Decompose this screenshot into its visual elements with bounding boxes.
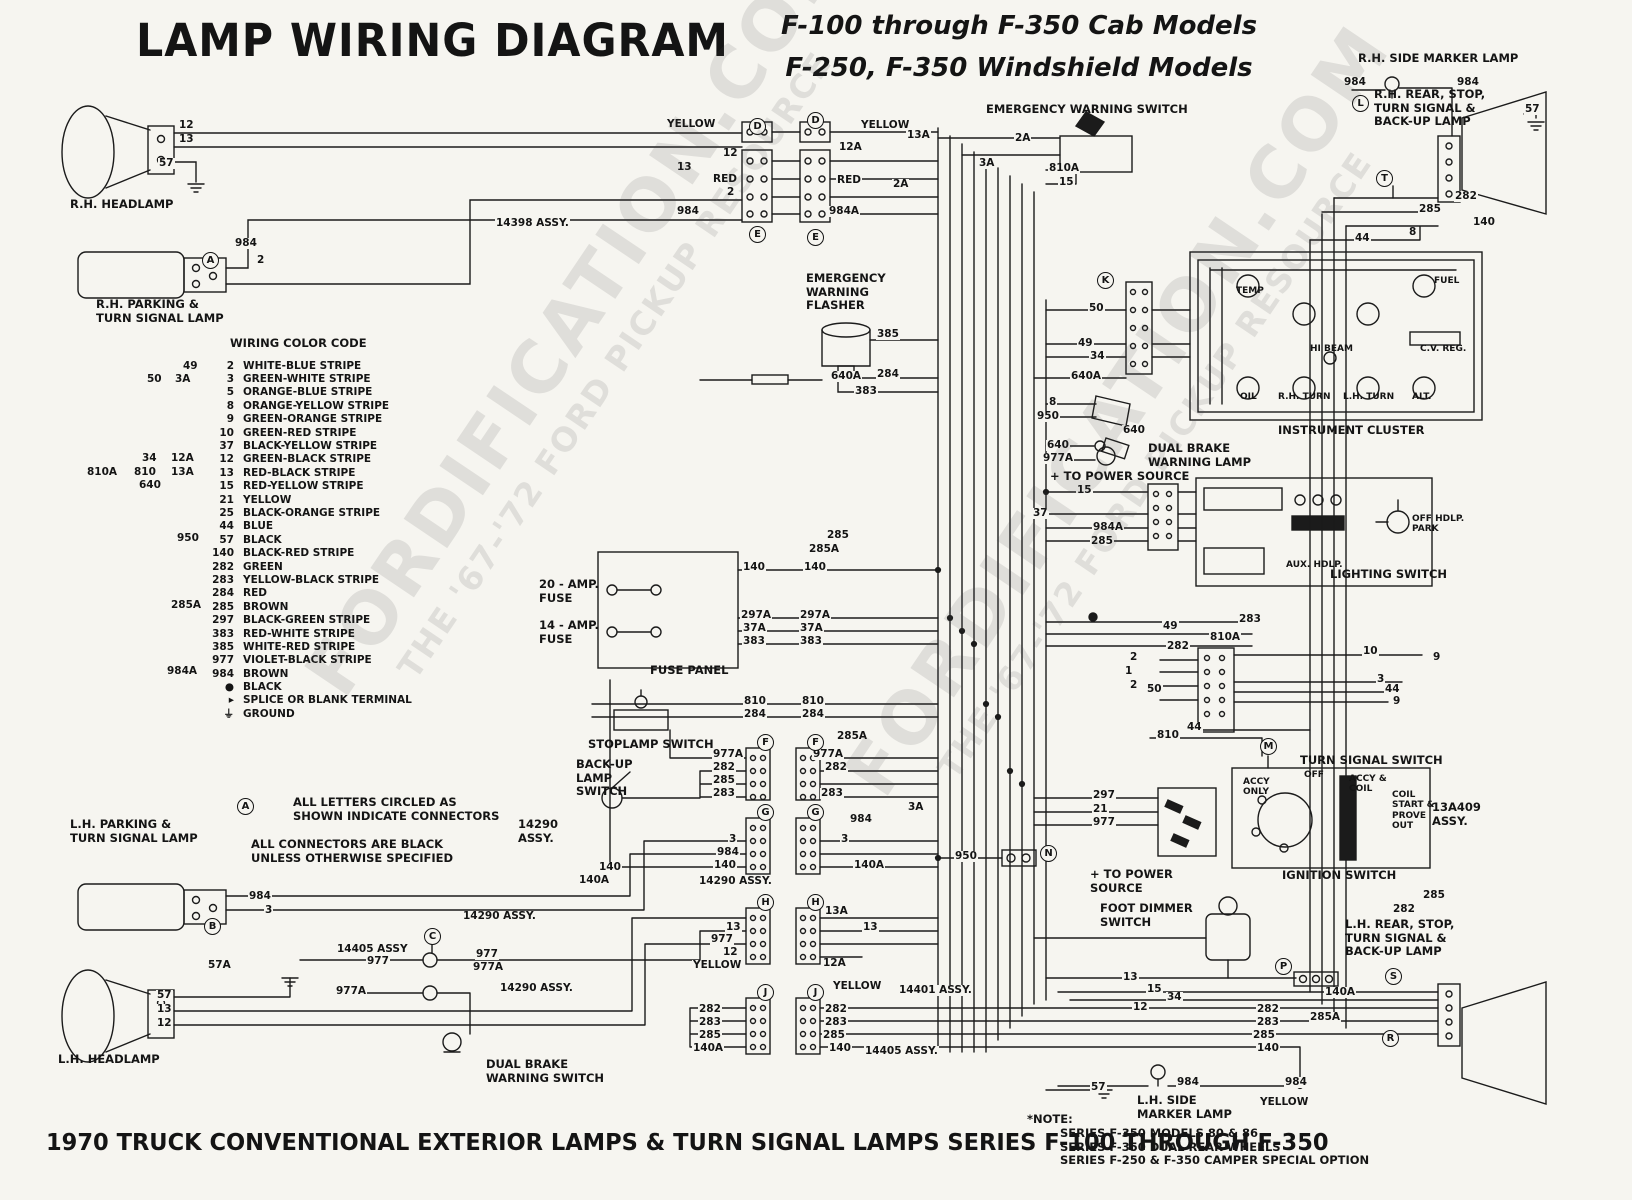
color-code-row: ● BLACK	[200, 680, 412, 693]
color-code-row: 140 BLACK-RED STRIPE	[200, 546, 412, 559]
color-code-row: 37 BLACK-YELLOW STRIPE	[200, 439, 412, 452]
color-code-row: 3 GREEN-WHITE STRIPE	[200, 372, 412, 385]
color-code-desc: BLACK	[243, 681, 282, 694]
color-code-row: ⏚ GROUND	[200, 707, 412, 721]
subtitle: F-100 through F-350 Cab Models F-250, F-…	[745, 6, 1293, 89]
color-code-desc: RED	[243, 587, 267, 600]
color-code-number: 57	[219, 533, 234, 546]
color-code-desc: GREEN-BLACK STRIPE	[243, 453, 372, 466]
color-code-number: ⏚	[223, 708, 235, 721]
color-code-row: 297 BLACK-GREEN STRIPE	[200, 613, 412, 626]
color-code-desc: ORANGE-YELLOW STRIPE	[243, 399, 390, 412]
color-code-number: 13	[219, 466, 234, 479]
color-code-desc: SPLICE OR BLANK TERMINAL	[243, 694, 412, 707]
color-code-number: 977	[212, 654, 234, 667]
color-code-number: 21	[219, 493, 234, 506]
color-code-desc: BLACK-YELLOW STRIPE	[243, 440, 378, 453]
color-code-row: 385 WHITE-RED STRIPE	[200, 640, 412, 653]
color-code-number: 385	[212, 640, 234, 653]
color-code-number: 8	[226, 399, 234, 412]
color-code-number: ▸	[228, 694, 234, 707]
color-code-desc: BLACK-RED STRIPE	[243, 547, 355, 560]
color-code-desc: YELLOW	[243, 493, 292, 506]
color-code-desc: GREEN-WHITE STRIPE	[243, 373, 371, 386]
color-code-number: 3	[226, 373, 234, 386]
color-code-number: 15	[219, 480, 234, 493]
color-code-row: 283 YELLOW-BLACK STRIPE	[200, 573, 412, 586]
color-code-row: 282 GREEN	[200, 560, 412, 573]
color-code-row: 383 RED-WHITE STRIPE	[200, 627, 412, 640]
color-code-row: 57 BLACK	[200, 533, 412, 546]
color-code-number: 12	[219, 453, 234, 466]
color-code-number: 140	[212, 547, 234, 560]
color-code-row: 15 RED-YELLOW STRIPE	[200, 480, 412, 493]
color-code-row: 9 GREEN-ORANGE STRIPE	[200, 413, 412, 426]
subtitle-line1: F-100 through F-350 Cab Models	[780, 11, 1258, 41]
color-code-number: 9	[226, 413, 234, 426]
color-code-desc: BROWN	[243, 600, 289, 613]
color-code-row: 21 YELLOW	[200, 493, 412, 506]
color-code-row: 44 BLUE	[200, 520, 412, 533]
color-code-desc: BLACK	[243, 533, 282, 546]
color-code-number: 37	[219, 440, 234, 453]
color-code-number: 282	[212, 560, 234, 573]
color-code-desc: ORANGE-BLUE STRIPE	[243, 386, 373, 399]
color-code-row: 13 RED-BLACK STRIPE	[200, 466, 412, 479]
color-code-row: 977 VIOLET-BLACK STRIPE	[200, 654, 412, 667]
color-code-row: 8 ORANGE-YELLOW STRIPE	[200, 399, 412, 412]
color-code-row: 984 BROWN	[200, 667, 412, 680]
color-code-title: WIRING COLOR CODE	[230, 336, 367, 350]
color-code-desc: VIOLET-BLACK STRIPE	[243, 654, 372, 667]
color-code-row: 10 GREEN-RED STRIPE	[200, 426, 412, 439]
color-code-number: 44	[219, 520, 234, 533]
footer-title: 1970 TRUCK CONVENTIONAL EXTERIOR LAMPS &…	[46, 1130, 1329, 1156]
color-code-number: 5	[226, 386, 234, 399]
color-code-desc: YELLOW-BLACK STRIPE	[243, 573, 380, 586]
color-code-number: 283	[212, 573, 234, 586]
color-code-desc: RED-YELLOW STRIPE	[243, 480, 364, 493]
color-code-number: 285	[212, 600, 234, 613]
color-code-desc: RED-WHITE STRIPE	[243, 627, 355, 640]
color-code-desc: WHITE-BLUE STRIPE	[243, 359, 362, 372]
color-code-row: ▸ SPLICE OR BLANK TERMINAL	[200, 694, 412, 707]
color-code-row: 285 BROWN	[200, 600, 412, 613]
color-code-number: 383	[212, 627, 234, 640]
color-code-desc: BLACK-GREEN STRIPE	[243, 614, 371, 627]
color-code-desc: WHITE-RED STRIPE	[243, 640, 356, 653]
color-code-desc: BROWN	[243, 667, 289, 680]
color-code-desc: RED-BLACK STRIPE	[243, 466, 356, 479]
color-code-desc: GREEN-RED STRIPE	[243, 426, 357, 439]
color-code-number: 984	[212, 667, 234, 680]
color-code-desc: BLUE	[243, 520, 274, 533]
color-code-row: 5 ORANGE-BLUE STRIPE	[200, 386, 412, 399]
color-code-number: 25	[219, 506, 234, 519]
color-code-number: ●	[224, 681, 234, 694]
color-code-desc: BLACK-ORANGE STRIPE	[243, 506, 381, 519]
color-code-row: 25 BLACK-ORANGE STRIPE	[200, 506, 412, 519]
color-code-desc: GREEN-ORANGE STRIPE	[243, 413, 383, 426]
color-code-row: 284 RED	[200, 587, 412, 600]
color-code-number: 10	[219, 426, 234, 439]
color-code-desc: GROUND	[243, 707, 295, 720]
page-title: LAMP WIRING DIAGRAM	[136, 14, 729, 67]
color-code-number: 2	[226, 359, 234, 372]
color-code-number: 297	[212, 614, 234, 627]
color-code-row: 2 WHITE-BLUE STRIPE	[200, 359, 412, 372]
subtitle-line2: F-250, F-350 Windshield Models	[785, 52, 1253, 83]
color-code-desc: GREEN	[243, 560, 283, 573]
color-code-row: 12 GREEN-BLACK STRIPE	[200, 453, 412, 466]
color-code-number: 284	[212, 587, 234, 600]
